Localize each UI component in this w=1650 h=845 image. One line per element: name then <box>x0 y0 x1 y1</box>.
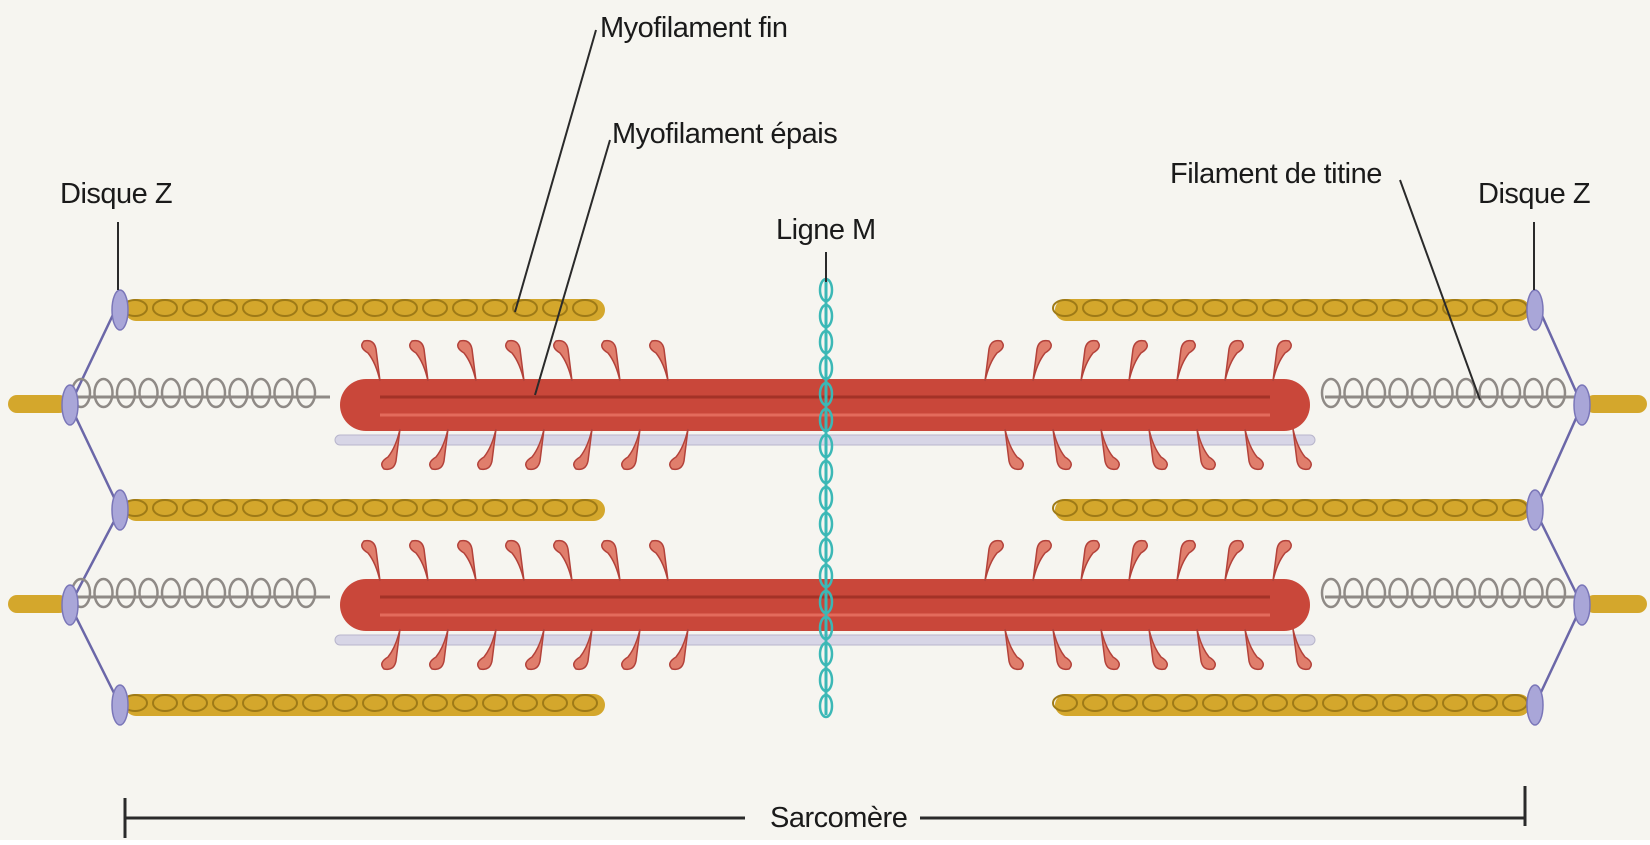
z-disc-node <box>112 290 128 330</box>
label-titin: Filament de titine <box>1170 158 1382 191</box>
z-disc-node <box>62 385 78 425</box>
z-disc-node <box>112 490 128 530</box>
label-thin-filament: Myofilament fin <box>600 12 788 45</box>
z-disc-node <box>1574 385 1590 425</box>
z-disc-node <box>1527 490 1543 530</box>
z-disc-node <box>1527 685 1543 725</box>
label-m-line: Ligne M <box>776 214 876 247</box>
label-sarcomere: Sarcomère <box>762 802 915 835</box>
z-disc-node <box>1527 290 1543 330</box>
label-z-disc-left: Disque Z <box>60 178 172 211</box>
thin-filament-stub <box>8 595 68 613</box>
thin-filament-stub <box>1585 395 1647 413</box>
label-z-disc-right: Disque Z <box>1478 178 1590 211</box>
z-disc-node <box>62 585 78 625</box>
thin-filament-stub <box>1585 595 1647 613</box>
z-disc-node <box>1574 585 1590 625</box>
label-thick-filament: Myofilament épais <box>612 118 837 151</box>
z-disc-node <box>112 685 128 725</box>
thin-filament-stub <box>8 395 68 413</box>
